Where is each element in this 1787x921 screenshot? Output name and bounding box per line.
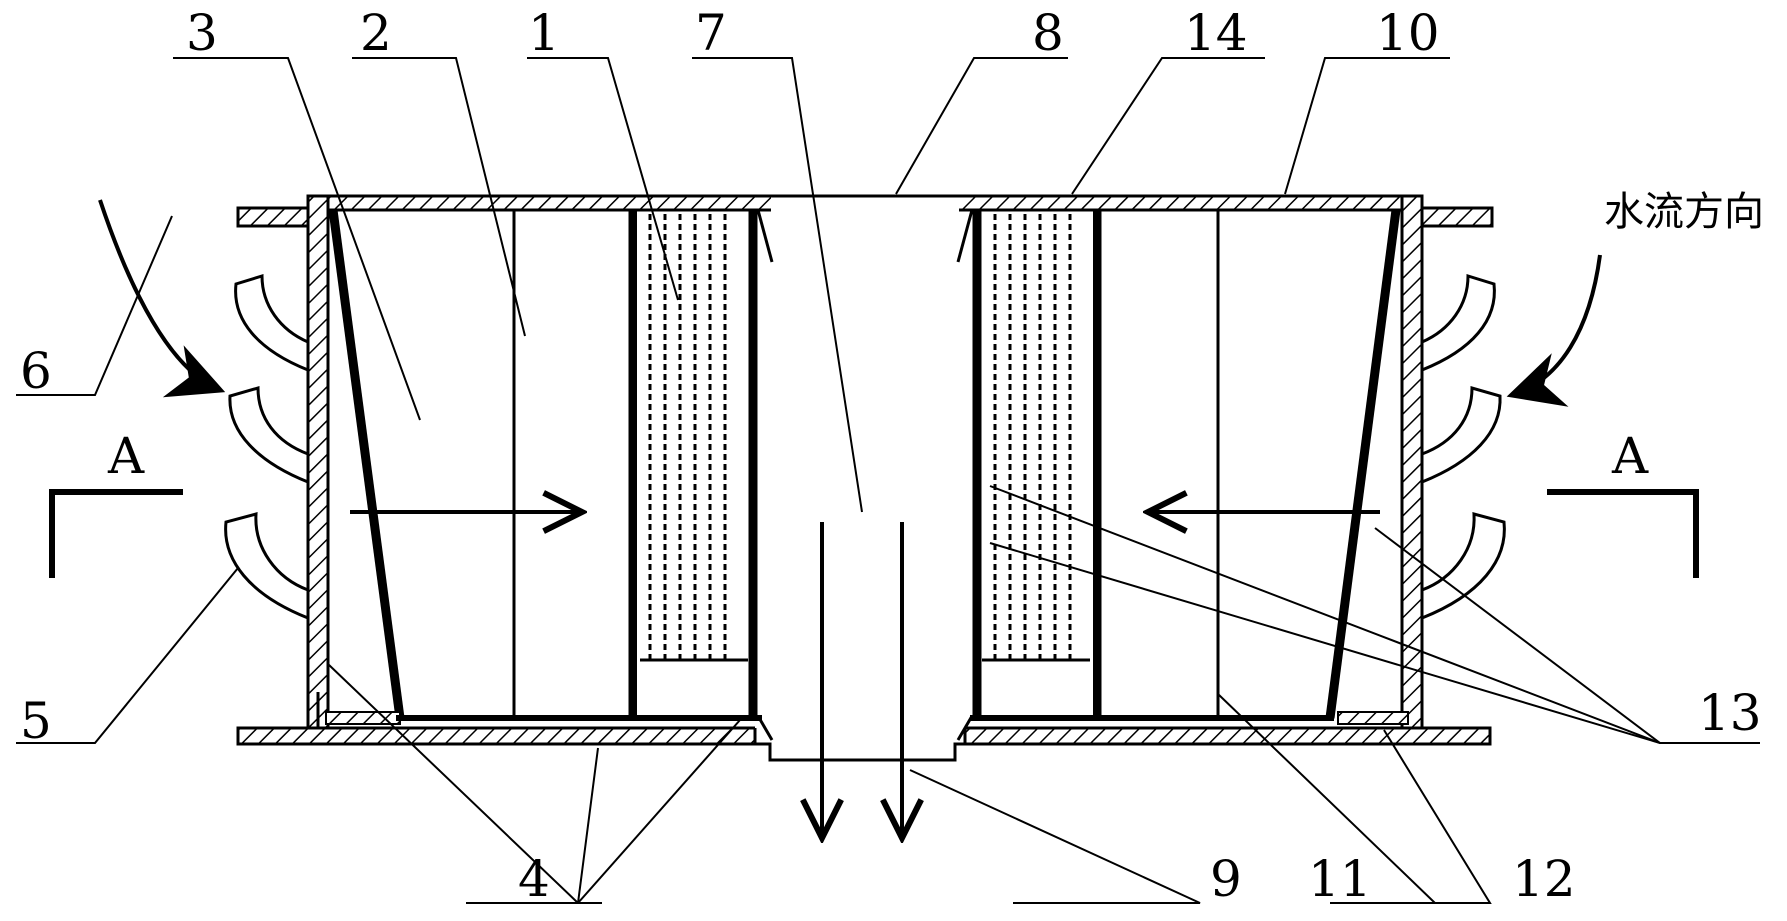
svg-text:A: A <box>1611 427 1649 485</box>
left-housing <box>236 194 330 730</box>
bottom-base-plate <box>236 724 1492 748</box>
label-10: 10 <box>1376 4 1440 62</box>
label-12: 12 <box>1512 850 1576 908</box>
left-filter-membrane-bundle <box>648 214 727 660</box>
label-14: 14 <box>1184 4 1248 62</box>
right-chamber <box>956 208 1409 741</box>
label-6: 6 <box>20 342 52 400</box>
right-guide-vanes <box>1420 273 1506 621</box>
label-4: 4 <box>518 850 550 908</box>
left-guide-vanes <box>224 273 310 621</box>
label-2: 2 <box>360 4 392 62</box>
flow-arrows <box>98 199 1602 838</box>
label-3: 3 <box>186 4 218 62</box>
flow-direction-caption: 水流方向 <box>1604 189 1764 235</box>
top-cover-plate <box>306 192 1424 212</box>
part-number-labels: 3 2 1 7 8 14 10 6 5 13 4 9 11 12 <box>20 4 1762 908</box>
leader-lines <box>16 57 1760 904</box>
svg-text:A: A <box>107 427 145 485</box>
left-chamber <box>325 208 774 741</box>
section-mark-left: A <box>49 427 183 578</box>
label-8: 8 <box>1032 4 1064 62</box>
outlet-flange <box>755 742 965 762</box>
label-9: 9 <box>1210 850 1242 908</box>
right-filter-membrane-bundle <box>993 214 1072 660</box>
label-13: 13 <box>1698 684 1762 742</box>
label-1: 1 <box>528 4 560 62</box>
label-11: 11 <box>1308 850 1372 908</box>
section-mark-right: A <box>1547 427 1699 578</box>
label-5: 5 <box>20 692 52 750</box>
label-7: 7 <box>695 4 727 62</box>
